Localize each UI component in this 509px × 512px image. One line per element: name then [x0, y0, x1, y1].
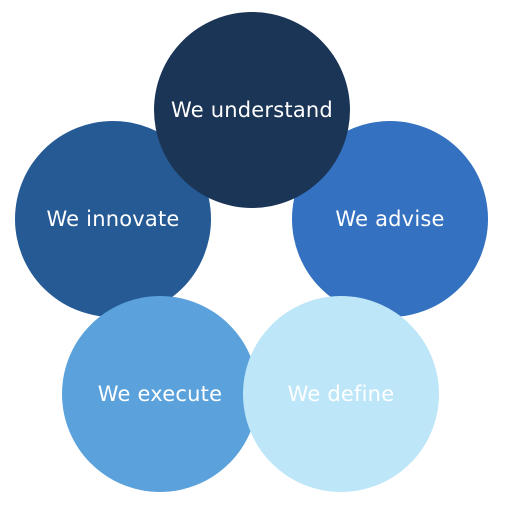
step-label-innovate: We innovate	[46, 207, 180, 231]
step-label-define: We define	[287, 382, 395, 406]
step-circle-understand: We understand	[154, 12, 350, 208]
step-label-understand: We understand	[171, 98, 333, 122]
step-circle-execute: We execute	[62, 296, 258, 492]
step-circle-define: We define	[243, 296, 439, 492]
step-label-execute: We execute	[97, 382, 223, 406]
step-label-advise: We advise	[335, 207, 445, 231]
